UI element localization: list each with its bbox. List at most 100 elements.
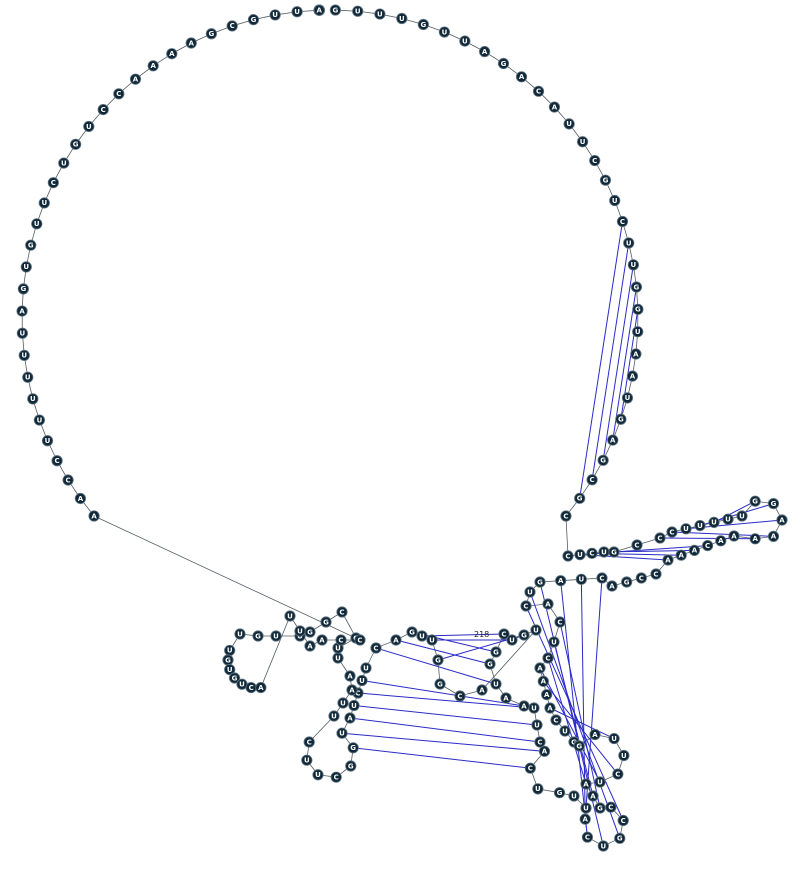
nucleotide-circle	[531, 719, 543, 731]
nucleotide-circle	[616, 215, 629, 228]
nucleotide-u: U	[575, 573, 587, 585]
nucleotide-circle	[544, 702, 556, 714]
nucleotide-circle	[553, 787, 566, 799]
nucleotide-c: C	[589, 154, 601, 167]
nucleotide-circle	[562, 550, 574, 562]
nucleotide-circle	[675, 549, 687, 561]
nucleotide-letter: C	[339, 608, 344, 616]
nucleotide-letter: G	[487, 660, 493, 668]
nucleotide-circle	[594, 776, 606, 788]
nucleotide-letter: U	[462, 37, 468, 45]
nucleotide-circle	[563, 118, 575, 130]
nucleotide-u: U	[31, 218, 43, 230]
nucleotide-letter: A	[678, 552, 684, 560]
nucleotide-u: U	[396, 12, 408, 25]
base-pair-link	[585, 577, 603, 809]
nucleotide-circle	[406, 626, 418, 638]
nucleotide-letter: G	[232, 674, 238, 682]
base-pair-links	[341, 221, 783, 847]
nucleotide-g: G	[630, 281, 643, 293]
nucleotide-a: A	[776, 514, 788, 526]
nucleotide-circle	[708, 516, 720, 529]
nucleotide-letter: U	[419, 632, 425, 640]
nucleotide-circle	[618, 749, 630, 762]
nucleotide-a: A	[313, 4, 325, 16]
nucleotide-letter: U	[509, 636, 515, 644]
nucleotide-circle	[550, 714, 562, 726]
nucleotide-circle	[16, 327, 28, 339]
nucleotide-letter: A	[317, 6, 323, 14]
nucleotide-circle	[608, 732, 620, 745]
nucleotide-circle	[662, 554, 674, 566]
nucleotide-letter: C	[557, 618, 562, 626]
nucleotide-g: G	[597, 454, 609, 466]
nucleotide-letter: U	[273, 632, 279, 640]
nucleotide-circle	[70, 138, 82, 150]
nucleotide-u: U	[348, 699, 360, 712]
nucleotide-u: U	[594, 776, 606, 788]
nucleotide-letter: A	[558, 577, 564, 585]
nucleotide-letter: U	[578, 576, 584, 584]
nucleotide-circle	[335, 634, 347, 646]
nucleotide-circle	[688, 544, 701, 557]
nucleotide-letter: U	[626, 239, 632, 247]
nucleotide-a: A	[542, 598, 554, 610]
nucleotide-letter: C	[55, 457, 60, 465]
nucleotide-circle	[630, 348, 642, 360]
nucleotide-u: U	[459, 35, 471, 47]
nucleotide-letter: G	[493, 648, 499, 656]
nucleotide-a: A	[580, 778, 592, 790]
nucleotide-letter: U	[34, 220, 40, 228]
nucleotide-letter: U	[37, 416, 43, 424]
nucleotide-circle	[548, 101, 561, 113]
base-pair-link	[349, 717, 541, 743]
nucleotide-circle	[17, 283, 29, 295]
nucleotide-letter: A	[133, 75, 139, 83]
nucleotide-letter: C	[653, 570, 658, 578]
nucleotide-letter: A	[630, 372, 636, 380]
nucleotide-circle	[438, 26, 451, 38]
nucleotide-circle	[680, 523, 692, 535]
nucleotide-circle	[330, 771, 342, 783]
base-pair-link	[357, 692, 535, 709]
nucleotide-g: G	[484, 658, 496, 670]
nucleotide-u: U	[33, 414, 46, 426]
nucleotide-letter: C	[657, 534, 662, 542]
nucleotide-letter: U	[493, 680, 499, 688]
nucleotide-a: A	[537, 675, 549, 687]
nucleotide-a: A	[630, 348, 642, 360]
nucleotide-circle	[609, 194, 621, 207]
nucleotide-circle	[291, 6, 303, 18]
nucleotide-letter: U	[600, 842, 606, 850]
nucleotide-circle	[548, 636, 560, 648]
nucleotide-circle	[344, 670, 356, 682]
nucleotide-c: C	[245, 681, 257, 694]
base-pair-link	[539, 667, 601, 783]
nucleotide-c: C	[520, 600, 532, 612]
nucleotide-g: G	[599, 174, 612, 186]
nucleotide-circle	[728, 530, 740, 542]
nucleotide-circle	[47, 177, 59, 189]
nucleotide-g: G	[621, 576, 633, 588]
nucleotide-a: A	[515, 71, 528, 83]
nucleotide-circle	[497, 57, 510, 70]
nucleotide-letter: C	[528, 764, 533, 772]
nucleotide-letter: U	[625, 394, 631, 402]
nucleotide-letter: G	[635, 306, 641, 314]
nucleotide-letter: G	[501, 60, 507, 68]
nucleotide-circle	[666, 526, 678, 538]
nucleotide-c: C	[335, 634, 347, 646]
nucleotide-a: A	[500, 692, 512, 704]
nucleotide-a: A	[544, 702, 556, 714]
nucleotide-u: U	[301, 754, 313, 766]
nucleotide-a: A	[662, 554, 674, 566]
nucleotide-letter: U	[335, 654, 341, 662]
nucleotide-circle	[22, 371, 34, 383]
nucleotide-a: A	[534, 662, 546, 674]
nucleotide-g: G	[205, 28, 218, 40]
nucleotide-letter: A	[547, 704, 553, 712]
backbone-link	[481, 629, 537, 691]
nucleotide-c: C	[51, 455, 63, 467]
nucleotide-a: A	[607, 434, 619, 446]
